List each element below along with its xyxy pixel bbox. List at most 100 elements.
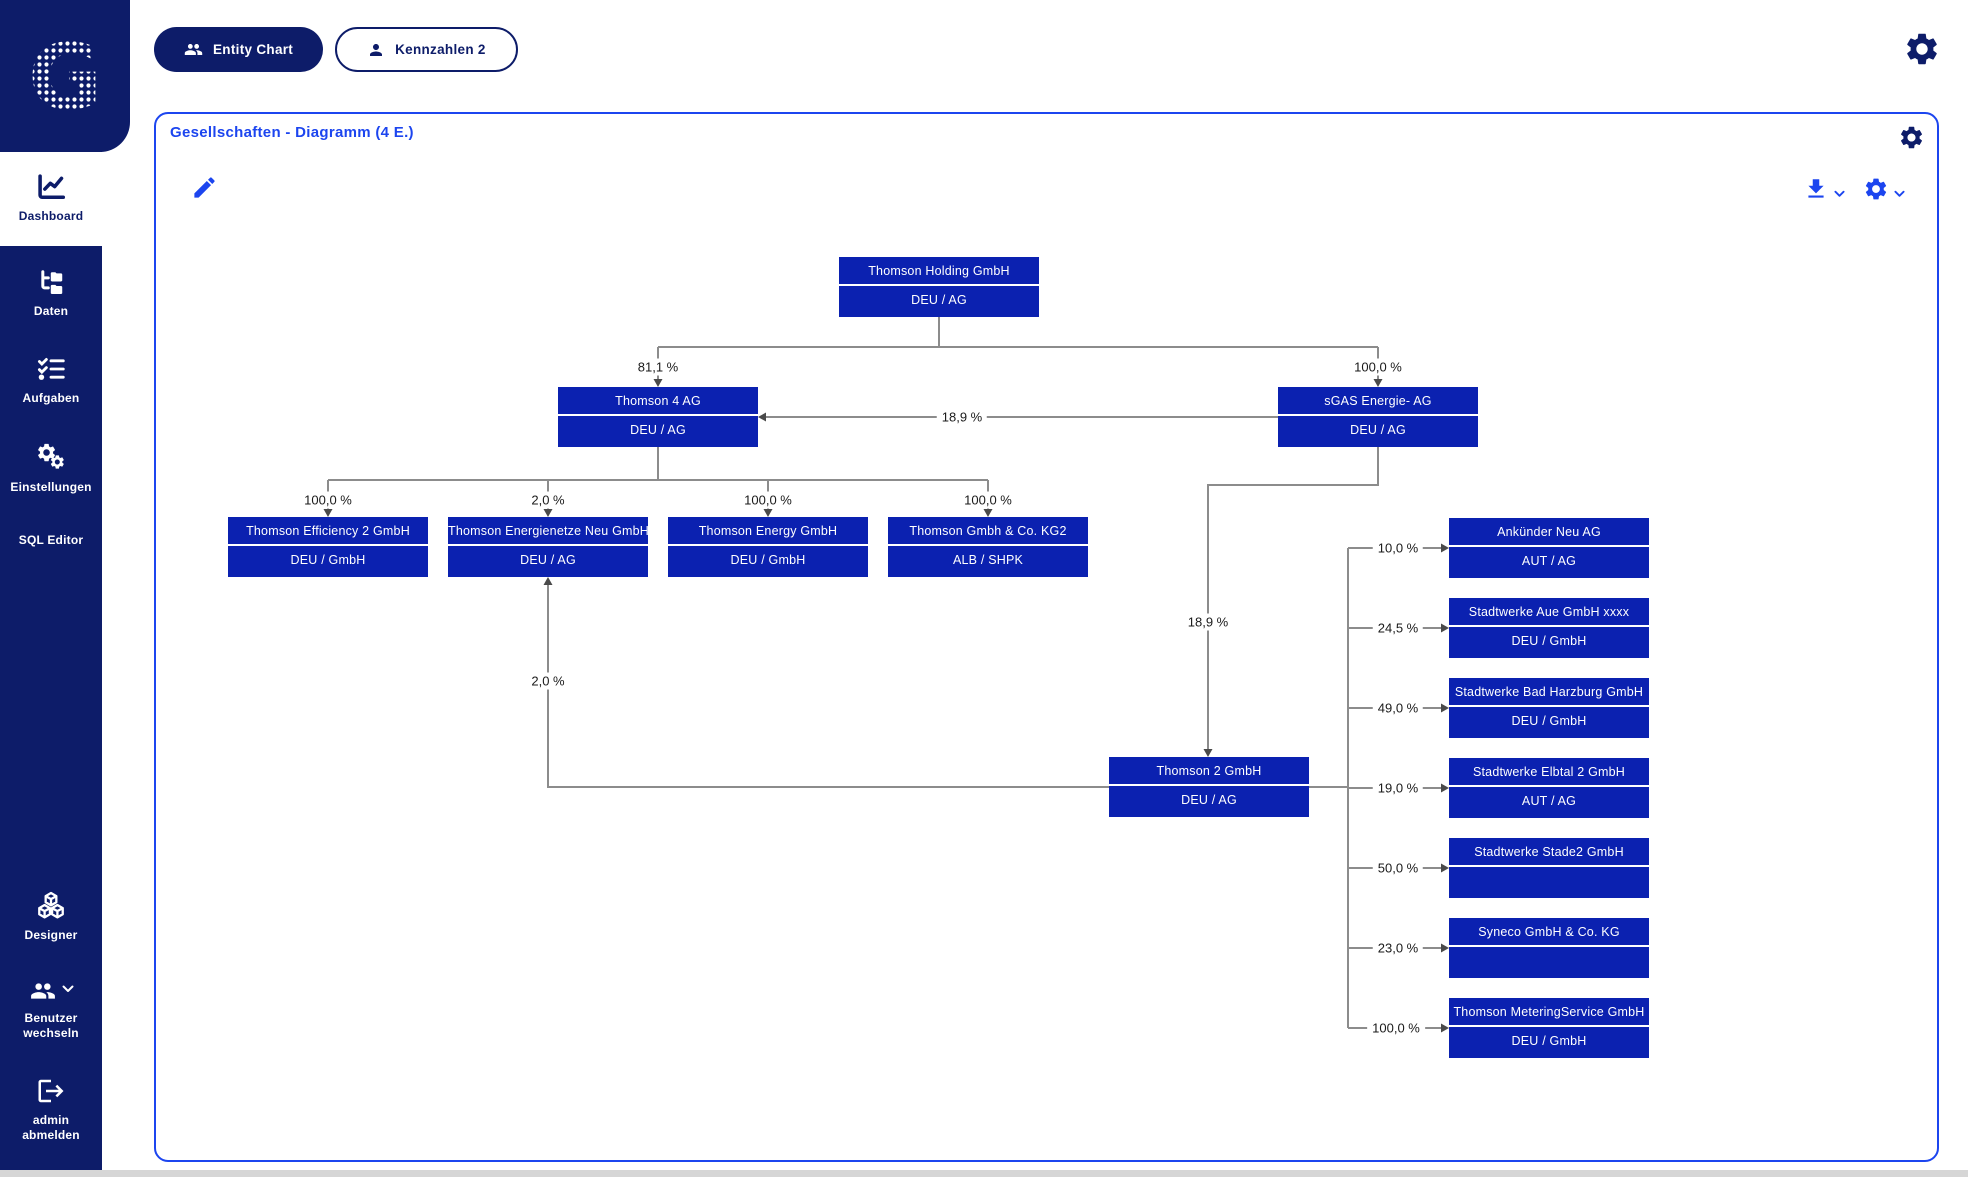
org-node-jurisdiction: DEU / AG [911, 293, 967, 307]
sidebar-item-label: Daten [33, 304, 69, 318]
list-check-icon [37, 358, 65, 380]
org-node-jurisdiction: AUT / AG [1521, 554, 1577, 568]
horizontal-scrollbar[interactable] [0, 1170, 1968, 1177]
logout-icon [38, 1079, 64, 1103]
org-node-name: Thomson 4 AG [558, 387, 758, 416]
share-label: 50,0 % [1372, 859, 1424, 877]
org-node-name: Ankünder Neu AG [1449, 518, 1649, 547]
share-label: 2,0 % [526, 672, 570, 690]
share-label: 81,1 % [632, 358, 684, 376]
sidebar-spacer [0, 573, 102, 878]
share-label: 100,0 % [1349, 358, 1407, 376]
org-node-name: Thomson Energienetze Neu GmbH [448, 517, 648, 546]
share-label: 18,9 % [1182, 613, 1234, 631]
org-node-jurisdiction: AUT / AG [1521, 794, 1577, 808]
org-node-thomson4[interactable]: Thomson 4 AG DEU / AG [558, 387, 758, 447]
org-node-elbtal[interactable]: Stadtwerke Elbtal 2 GmbH AUT / AG [1449, 758, 1649, 818]
org-node-metering[interactable]: Thomson MeteringService GmbH DEU / GmbH [1449, 998, 1649, 1058]
org-node-name: Stadtwerke Elbtal 2 GmbH [1449, 758, 1649, 787]
share-label: 100,0 % [1367, 1019, 1425, 1037]
diagram-card: Gesellschaften - Diagramm (4 E.) [154, 112, 1939, 1162]
connector-layer [323, 317, 1449, 1033]
edit-button[interactable] [190, 174, 218, 202]
org-node-netze[interactable]: Thomson Energienetze Neu GmbH DEU / AG [448, 517, 648, 577]
dotted-g-logo-icon: G [28, 26, 102, 126]
org-node-holding[interactable]: Thomson Holding GmbH DEU / AG [839, 257, 1039, 317]
org-node-jurisdiction: DEU / GmbH [1511, 634, 1587, 648]
share-label: 100,0 % [299, 491, 357, 509]
org-node-jurisdiction: DEU / AG [520, 553, 576, 567]
org-node-sgas[interactable]: sGAS Energie- AG DEU / AG [1278, 387, 1478, 447]
share-label: 19,0 % [1372, 779, 1424, 797]
org-node-name: sGAS Energie- AG [1278, 387, 1478, 416]
sidebar-item-label: Einstellungen [10, 480, 92, 494]
sidebar-item-sql-editor[interactable]: SQL Editor [0, 517, 102, 564]
org-node-name: Thomson Gmbh & Co. KG2 [888, 517, 1088, 546]
sidebar-item-dashboard[interactable]: Dashboard [0, 152, 102, 246]
org-node-harzburg[interactable]: Stadtwerke Bad Harzburg GmbH DEU / GmbH [1449, 678, 1649, 738]
card-title: Gesellschaften - Diagramm (4 E.) [170, 124, 414, 141]
org-node-name: Stadtwerke Bad Harzburg GmbH [1449, 678, 1649, 707]
share-label: 24,5 % [1372, 619, 1424, 637]
sidebar-item-daten[interactable]: Daten [0, 254, 102, 332]
org-node-jurisdiction: DEU / AG [1350, 423, 1406, 437]
org-node-name: Stadtwerke Aue GmbH xxxx [1449, 598, 1649, 627]
org-node-jurisdiction: DEU / AG [630, 423, 686, 437]
users-icon [184, 43, 203, 56]
tab-kennzahlen-2[interactable]: Kennzahlen 2 [335, 27, 518, 72]
share-label: 18,9 % [936, 408, 988, 426]
org-node-name: Thomson Holding GmbH [839, 257, 1039, 286]
chart-toolbar [1803, 176, 1905, 202]
users-switch-icon [31, 983, 55, 999]
gears-icon [38, 443, 64, 469]
download-button[interactable] [1803, 176, 1845, 202]
chevron-down-icon [62, 985, 74, 992]
sidebar: G Dashboard Daten [0, 0, 130, 1170]
share-label: 100,0 % [739, 491, 797, 509]
org-node-name: Stadtwerke Stade2 GmbH [1449, 838, 1649, 867]
org-node-jurisdiction: DEU / GmbH [1511, 1034, 1587, 1048]
share-label: 100,0 % [959, 491, 1017, 509]
org-node-ankuender[interactable]: Ankünder Neu AG AUT / AG [1449, 518, 1649, 578]
sidebar-item-einstellungen[interactable]: Einstellungen [0, 428, 102, 508]
org-node-syneco[interactable]: Syneco GmbH & Co. KG [1449, 918, 1649, 978]
share-label: 49,0 % [1372, 699, 1424, 717]
tab-label: Kennzahlen 2 [395, 42, 486, 57]
sidebar-item-label: Benutzer wechseln [23, 1011, 79, 1040]
tab-entity-chart[interactable]: Entity Chart [154, 27, 324, 72]
sidebar-item-abmelden[interactable]: admin abmelden [0, 1063, 102, 1156]
view-tabs: Entity Chart Kennzahlen 2 [154, 27, 518, 72]
org-node-stade[interactable]: Stadtwerke Stade2 GmbH [1449, 838, 1649, 898]
org-node-jurisdiction: ALB / SHPK [952, 553, 1024, 567]
org-node-energy[interactable]: Thomson Energy GmbH DEU / GmbH [668, 517, 868, 577]
sidebar-item-label: admin abmelden [22, 1113, 80, 1142]
org-node-name: Syneco GmbH & Co. KG [1449, 918, 1649, 947]
sidebar-item-label: Dashboard [18, 209, 84, 223]
sidebar-item-benutzer-wechseln[interactable]: Benutzer wechseln [0, 965, 102, 1054]
sidebar-nav: Dashboard Daten [0, 152, 102, 1170]
org-node-name: Thomson Energy GmbH [668, 517, 868, 546]
cubes-icon [38, 891, 64, 919]
tab-label: Entity Chart [213, 42, 294, 57]
org-node-jurisdiction: DEU / GmbH [730, 553, 806, 567]
app-settings-button[interactable] [1903, 30, 1941, 68]
sidebar-item-label: SQL Editor [18, 533, 84, 547]
app-logo[interactable]: G [0, 0, 130, 152]
sidebar-item-aufgaben[interactable]: Aufgaben [0, 341, 102, 419]
org-node-name: Thomson MeteringService GmbH [1449, 998, 1649, 1027]
sidebar-item-label: Designer [24, 928, 78, 942]
sidebar-item-label: Aufgaben [22, 391, 80, 405]
org-node-jurisdiction [1449, 947, 1649, 976]
folder-tree-icon [41, 270, 63, 294]
sidebar-item-designer[interactable]: Designer [0, 878, 102, 956]
chart-line-icon [38, 174, 66, 199]
org-node-name: Thomson Efficiency 2 GmbH [228, 517, 428, 546]
org-node-jurisdiction: DEU / GmbH [1511, 714, 1587, 728]
share-label: 2,0 % [526, 491, 570, 509]
